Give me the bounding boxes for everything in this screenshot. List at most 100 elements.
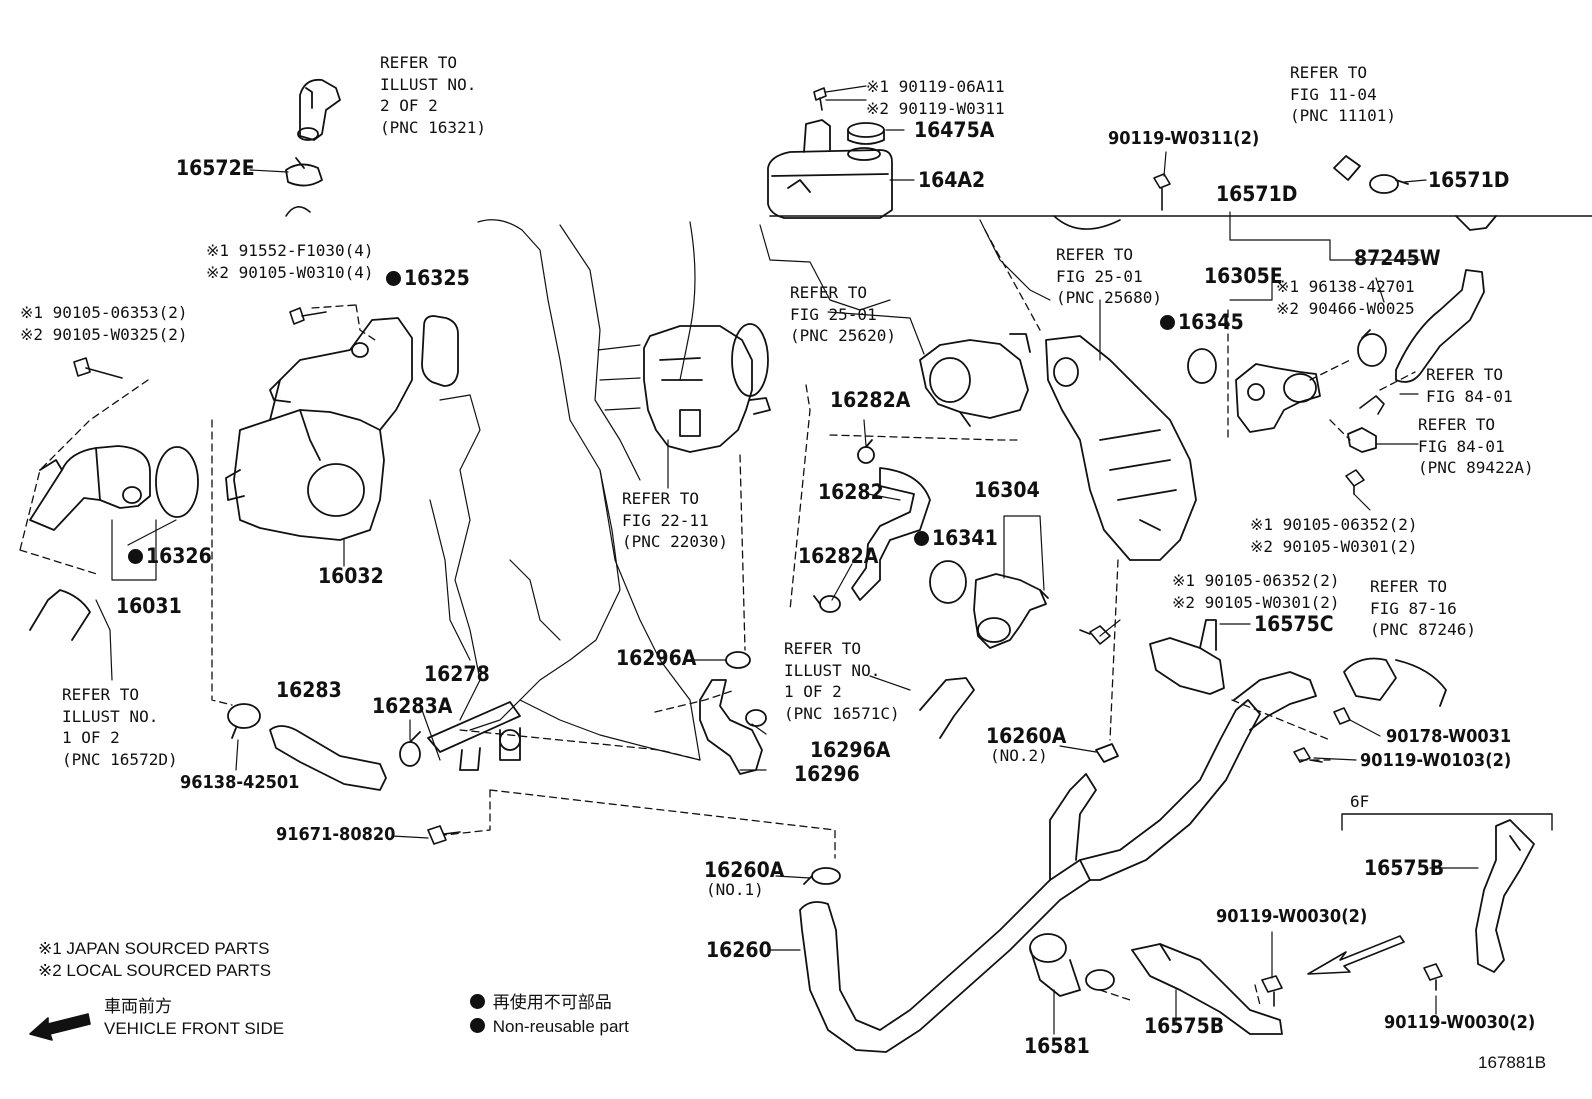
alt-bolt-right: ※1 90105-06352(2) ※2 90105-W0301(2) bbox=[1250, 515, 1418, 556]
front-arrow-icon bbox=[29, 1013, 91, 1041]
pipe-arc bbox=[285, 206, 311, 217]
part-16278: 16278 bbox=[424, 662, 490, 686]
non-reusable-dot-icon bbox=[1160, 315, 1175, 330]
part-16571D-right: 16571D bbox=[1428, 168, 1510, 192]
water-outlet-16305E bbox=[1235, 363, 1321, 433]
part-16032: 16032 bbox=[318, 564, 384, 588]
part-16283: 16283 bbox=[276, 678, 342, 702]
part-96138-42501: 96138-42501 bbox=[180, 772, 300, 793]
engine-block-outline bbox=[429, 219, 1051, 761]
assembly-dash-lines bbox=[19, 229, 1416, 1006]
hose-87246 bbox=[1343, 657, 1447, 707]
part-16571D-top: 16571D bbox=[1216, 182, 1298, 206]
part-16282: 16282 bbox=[818, 480, 884, 504]
non-reusable-dot-icon bbox=[914, 531, 929, 546]
alt-bolt-upper-left: ※1 91552-F1030(4) ※2 90105-W0310(4) bbox=[206, 241, 374, 282]
label-no2: (NO.2) bbox=[990, 746, 1048, 765]
bolt-90119-W0311 bbox=[1153, 173, 1171, 211]
clamp-16260A-no2 bbox=[1095, 743, 1119, 763]
bolt-right-part bbox=[1345, 469, 1365, 495]
non-reusable-dot-icon bbox=[386, 271, 401, 286]
part-16326: 16326 bbox=[128, 546, 212, 567]
bracket-6F-range bbox=[1341, 813, 1553, 831]
part-90119-W0311-2: 90119-W0311(2) bbox=[1108, 128, 1260, 149]
figure-id: 167881B bbox=[1478, 1053, 1547, 1072]
thermostat-housing-16304 bbox=[973, 573, 1049, 649]
part-87245W: 87245W bbox=[1354, 246, 1441, 270]
leader-lines bbox=[95, 85, 1479, 1035]
part-16296A-bot: 16296A bbox=[810, 738, 891, 762]
bolt-90119-W0103 bbox=[1293, 747, 1323, 763]
direction-arrow bbox=[1307, 935, 1405, 975]
alt-bolt-left: ※1 90105-06353(2) ※2 90105-W0325(2) bbox=[20, 303, 188, 344]
hose-fig84-a bbox=[1359, 395, 1385, 415]
ref-illust-1of2-left: REFER TO ILLUST NO. 1 OF 2 (PNC 16572D) bbox=[62, 685, 178, 769]
legend-nonreuse-en: Non-reusable part bbox=[470, 1018, 629, 1035]
part-90119-W0030-2-a: 90119-W0030(2) bbox=[1216, 906, 1368, 927]
part-16575B-right: 16575B bbox=[1364, 856, 1445, 880]
hose-clamp-16572E bbox=[285, 157, 323, 187]
legend-front-jp: 車両前方 bbox=[104, 997, 172, 1016]
clamp-16260A-no1 bbox=[803, 867, 841, 885]
hose-16282 bbox=[851, 467, 931, 601]
ref-fig-22-11: REFER TO FIG 22-11 (PNC 22030) bbox=[622, 489, 728, 552]
bolt-90119-W0030-right bbox=[1423, 963, 1443, 991]
part-16341: 16341 bbox=[914, 528, 998, 549]
part-16305E: 16305E bbox=[1204, 264, 1283, 288]
part-16296: 16296 bbox=[794, 762, 860, 786]
label-no1: (NO.1) bbox=[706, 880, 764, 899]
part-16325: 16325 bbox=[386, 268, 470, 289]
part-164A2: 164A2 bbox=[918, 168, 986, 192]
gasket-16326 bbox=[155, 446, 199, 518]
hose-87245W bbox=[1395, 269, 1485, 383]
alt-bolt-top: ※1 90119-06A11 ※2 90119-W0311 bbox=[866, 77, 1005, 118]
gasket-16325 bbox=[421, 315, 459, 387]
bolt-90119-W0030-bottom bbox=[1261, 975, 1283, 1007]
bolt-top bbox=[813, 87, 827, 111]
clamp-16282A-bot bbox=[813, 595, 841, 613]
bracket-16575C bbox=[1149, 619, 1225, 695]
part-16260A-no2: 16260A bbox=[986, 724, 1067, 748]
pipe-branch bbox=[1049, 773, 1097, 881]
sensor-89422A bbox=[1347, 427, 1377, 453]
ref-fig-25-01-b: REFER TO FIG 25-01 (PNC 25680) bbox=[1056, 245, 1162, 308]
o-ring-16345 bbox=[1187, 348, 1217, 384]
ref-fig-87-16: REFER TO FIG 87-16 (PNC 87246) bbox=[1370, 577, 1476, 640]
clamp-16283A bbox=[399, 731, 421, 767]
part-16283A: 16283A bbox=[372, 694, 453, 718]
reservoir-tank-part bbox=[767, 119, 893, 219]
clamp-16282A-top bbox=[857, 439, 875, 464]
o-ring-16341 bbox=[929, 560, 967, 604]
bracket-16581 bbox=[1029, 933, 1115, 997]
part-16575B-bottom: 16575B bbox=[1144, 1014, 1225, 1038]
part-16575C: 16575C bbox=[1254, 612, 1334, 636]
hose-16571C bbox=[919, 677, 975, 739]
ref-fig-84-01-a: REFER TO FIG 84-01 bbox=[1426, 365, 1513, 406]
code-6F: 6F bbox=[1350, 792, 1370, 811]
legend-front-en: VEHICLE FRONT SIDE bbox=[104, 1019, 285, 1038]
bolt-left-part bbox=[73, 357, 123, 379]
hose-16296 bbox=[699, 679, 763, 775]
legend-nonreuse-jp: 再使用不可部品 bbox=[470, 994, 612, 1011]
hose-16283 bbox=[269, 725, 387, 791]
ref-fig-11-04: REFER TO FIG 11-04 (PNC 11101) bbox=[1290, 63, 1396, 126]
alt-bolt-center: ※1 90105-06352(2) ※2 90105-W0301(2) bbox=[1172, 571, 1340, 612]
non-reusable-dot-icon bbox=[128, 549, 143, 564]
housing-25620-part bbox=[919, 333, 1031, 427]
part-16475A: 16475A bbox=[914, 118, 995, 142]
legend-japan-parts: ※1 JAPAN SOURCED PARTS bbox=[38, 939, 270, 958]
part-16581: 16581 bbox=[1024, 1034, 1090, 1058]
ref-illust-1of2-center: REFER TO ILLUST NO. 1 OF 2 (PNC 16571C) bbox=[784, 639, 900, 723]
hose-11101 bbox=[1333, 155, 1361, 181]
water-outlet-16032 bbox=[225, 317, 413, 541]
clamp-16296A-top bbox=[725, 651, 751, 669]
alt-hose-clip-right: ※1 96138-42701 ※2 90466-W0025 bbox=[1276, 277, 1415, 318]
part-16345: 16345 bbox=[1160, 312, 1244, 333]
clamp-16571D-right bbox=[1369, 174, 1409, 194]
part-90178-W0031: 90178-W0031 bbox=[1386, 726, 1512, 747]
egr-cooler-part bbox=[1045, 335, 1197, 561]
part-16282A-bot: 16282A bbox=[798, 544, 879, 568]
hose-left-16572D bbox=[29, 589, 91, 641]
part-16296A-top: 16296A bbox=[616, 646, 697, 670]
